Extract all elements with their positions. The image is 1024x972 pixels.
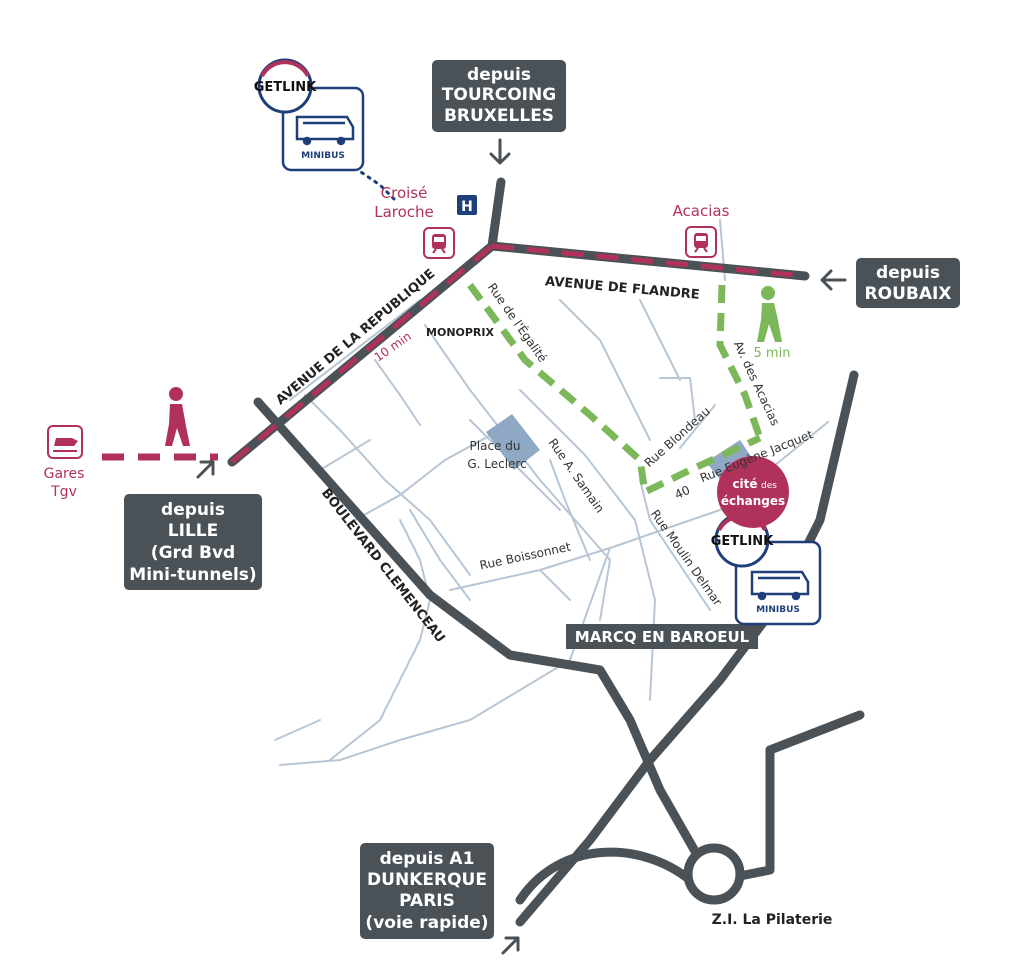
svg-text:LILLE: LILLE	[168, 521, 218, 541]
roundabout	[683, 843, 745, 905]
svg-text:cité: cité	[732, 477, 757, 491]
minibus-label-top: MINIBUS	[301, 151, 345, 161]
stop-croise-line2: Laroche	[374, 203, 434, 221]
venue-cite-des-echanges: cité des échanges	[717, 456, 789, 528]
tram-stop-acacias-icon	[685, 226, 717, 258]
label-flandre: AVENUE DE FLANDRE	[544, 274, 700, 302]
stop-croise-line1: Croisé	[381, 184, 428, 202]
getlink-minibus-top: GETLINK MINIBUS	[254, 58, 365, 172]
box-tourcoing: depuis TOURCOING BRUXELLES	[432, 60, 566, 132]
label-place-line2: G. Leclerc	[467, 457, 526, 471]
arrow-down-icon	[489, 138, 511, 165]
svg-text:depuis A1: depuis A1	[380, 849, 475, 869]
time-five: 5 min	[754, 346, 791, 361]
pedestrian-green-icon	[757, 286, 782, 342]
svg-text:BRUXELLES: BRUXELLES	[444, 106, 554, 126]
tourcoing-road	[487, 177, 506, 251]
minibus-dotted-path	[353, 166, 397, 202]
stop-acacias: Acacias	[673, 202, 730, 220]
label-place-line1: Place du	[470, 439, 521, 453]
pilaterie-road	[715, 710, 865, 885]
svg-text:ROUBAIX: ROUBAIX	[865, 284, 952, 304]
train-station-icon	[47, 425, 83, 459]
label-boissonnet: Rue Boissonnet	[478, 540, 572, 573]
pedestrian-crimson-icon	[165, 387, 190, 446]
arrow-up-right-icon	[196, 460, 215, 479]
label-blondeau: Rue Blondeau	[642, 404, 713, 470]
svg-text:(Grd Bvd: (Grd Bvd	[151, 543, 235, 563]
box-lille: depuis LILLE (Grd Bvd Mini-tunnels)	[124, 494, 262, 590]
gares-line1: Gares	[44, 466, 85, 482]
bus-icon	[295, 115, 355, 146]
svg-text:depuis: depuis	[467, 65, 531, 85]
svg-text:des: des	[761, 481, 777, 491]
place-leclerc-square	[486, 414, 540, 470]
ring-road-loop	[515, 847, 695, 905]
tram-line	[230, 243, 806, 464]
direction-arrows	[196, 138, 847, 955]
bus-icon-2	[750, 570, 810, 601]
hospital-label: H	[461, 199, 473, 215]
label-address-number: 40	[672, 483, 692, 502]
label-republique: AVENUE DE LA REPUBLIQUE	[273, 266, 438, 408]
getlink-minibus-bottom: GETLINK MINIBUS	[711, 512, 822, 626]
svg-text:depuis: depuis	[161, 500, 225, 520]
hospital-icon	[457, 195, 477, 215]
label-monoprix: MONOPRIX	[426, 326, 494, 339]
marcq-box	[566, 624, 758, 649]
svg-text:Mini-tunnels): Mini-tunnels)	[129, 565, 256, 585]
walking-route	[467, 282, 764, 498]
boulevard-clemenceau-road	[253, 397, 705, 865]
svg-text:TOURCOING: TOURCOING	[442, 85, 556, 105]
arrow-left-icon	[820, 269, 847, 291]
label-clemenceau: BOULEVARD CLEMENCEAU	[318, 486, 448, 646]
box-a1: depuis A1 DUNKERQUE PARIS (voie rapide)	[360, 843, 494, 939]
svg-text:DUNKERQUE: DUNKERQUE	[367, 870, 487, 890]
svg-text:PARIS: PARIS	[399, 891, 455, 911]
minibus-label-bottom: MINIBUS	[756, 605, 800, 615]
getlink-brand-top: GETLINK	[254, 80, 317, 95]
getlink-brand-bottom: GETLINK	[711, 534, 774, 549]
east-road	[515, 370, 859, 927]
svg-text:depuis: depuis	[876, 263, 940, 283]
box-roubaix: depuis ROUBAIX	[856, 258, 960, 308]
tram-stop-croise-icon	[423, 227, 455, 259]
svg-text:(voie rapide): (voie rapide)	[365, 913, 488, 933]
gares-line2: Tgv	[50, 484, 77, 500]
svg-text:échanges: échanges	[721, 494, 785, 508]
arrow-up-right-a1-icon	[501, 936, 520, 955]
marcq-label: MARCQ EN BAROEUL	[575, 628, 750, 646]
label-pilaterie: Z.I. La Pilaterie	[712, 912, 833, 928]
